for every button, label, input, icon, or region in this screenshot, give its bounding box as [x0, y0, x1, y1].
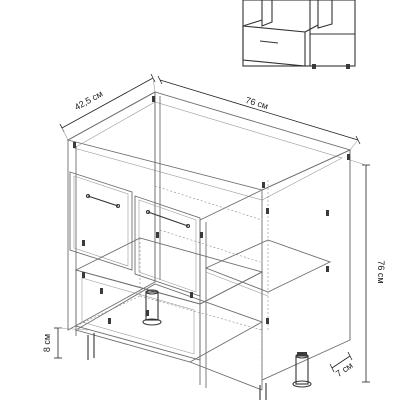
left-side-panel [67, 91, 156, 331]
drawer-box [74, 237, 264, 361]
height-label: 76 см [376, 260, 386, 283]
depth-label: 42,5 см [73, 89, 105, 113]
shelf [204, 239, 332, 293]
leg-offset-dimension: 7 см [329, 351, 355, 379]
drawer-front-left [69, 171, 133, 271]
leg [142, 289, 162, 326]
right-side-panel [261, 149, 351, 381]
width-label: 76 см [244, 95, 269, 111]
cabinet-carcass [66, 91, 352, 391]
thumbnail-open-drawer [242, 25, 306, 67]
thumbnail-drawer-handle [259, 40, 279, 44]
cabinet-legs [87, 289, 312, 400]
leg [259, 383, 267, 400]
height-dimension: 76 см [349, 159, 386, 383]
hardware [73, 96, 350, 324]
leg [87, 333, 95, 360]
drawer-handle-left [87, 195, 119, 207]
leg [292, 352, 312, 388]
leg-height-label: 8 см [42, 334, 52, 352]
assembled-cabinet-thumbnail [242, 0, 356, 69]
width-dimension: 76 см [157, 75, 361, 151]
top-panel [66, 91, 352, 191]
leg-offset-label: 7 см [334, 360, 355, 379]
depth-dimension: 42,5 см [59, 73, 156, 141]
drawer-handle-right [147, 211, 189, 227]
leg-height-dimension: 8 см [42, 327, 89, 359]
drawer-front-right [134, 195, 201, 297]
